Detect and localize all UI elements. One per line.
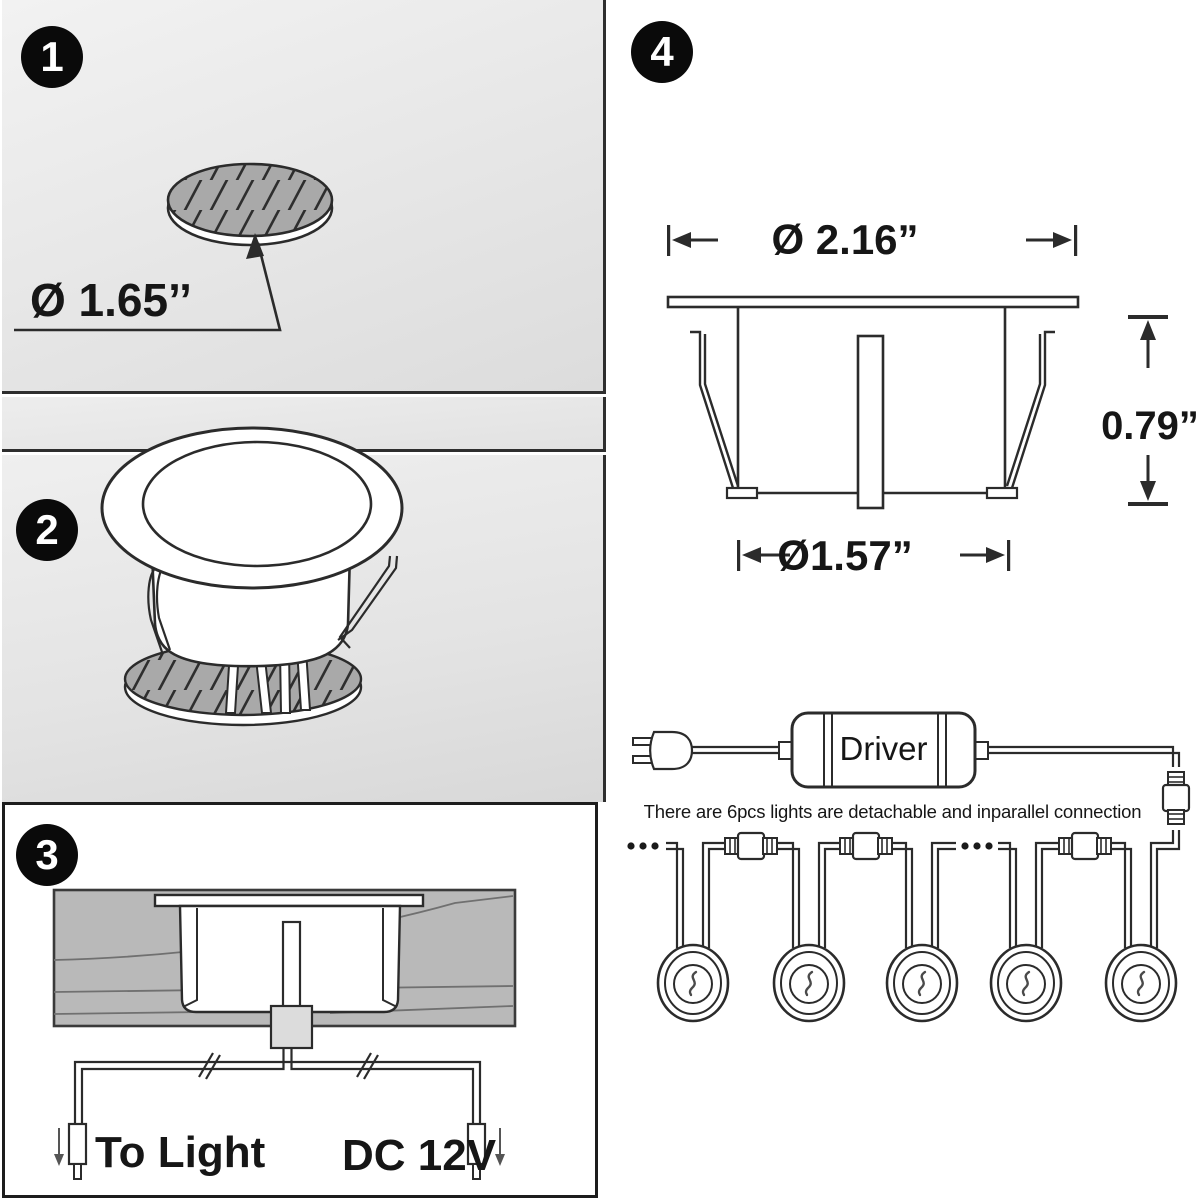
cable-junction bbox=[269, 1004, 314, 1050]
hole-dimension-leader bbox=[14, 233, 282, 332]
deck-light-icon bbox=[772, 943, 846, 1023]
down-arrow-icon bbox=[495, 1154, 505, 1166]
ellipsis-dots-icon bbox=[627, 842, 993, 850]
parallel-bus-cables bbox=[666, 830, 1181, 948]
flange-diameter-label: Ø 2.16” bbox=[771, 216, 919, 263]
step1-badge: 1 bbox=[21, 26, 83, 88]
driver-output-wire bbox=[988, 745, 1181, 767]
wire-connector-icon bbox=[1057, 831, 1113, 861]
driver-box-icon bbox=[778, 711, 989, 789]
down-arrow-icon bbox=[54, 1154, 64, 1166]
height-dimension bbox=[1128, 315, 1168, 506]
flange-profile bbox=[666, 295, 1080, 309]
leader-arrowhead-icon bbox=[246, 233, 264, 259]
spring-clip-profile bbox=[690, 330, 1055, 489]
wire-connector-icon bbox=[838, 831, 894, 861]
to-light-plug bbox=[54, 1122, 88, 1180]
height-label: 0.79” bbox=[1101, 404, 1199, 448]
deck-light-icon bbox=[1104, 943, 1178, 1023]
body-diameter-label: Ø1.57” bbox=[777, 532, 913, 579]
dc-12v-label: DC 12V bbox=[342, 1131, 497, 1180]
deck-light-icon bbox=[989, 943, 1063, 1023]
fixture-dimension-drawing bbox=[666, 225, 1168, 571]
hole-diameter-label: Ø 1.65’’ bbox=[30, 274, 192, 326]
clip-foot bbox=[725, 486, 759, 500]
step4-badge: 4 bbox=[631, 21, 693, 83]
body-diameter-dimension bbox=[737, 540, 1011, 571]
splitter-cable bbox=[73, 1048, 482, 1125]
flange-diameter-dimension bbox=[667, 225, 1078, 256]
deck-cross-section-illustration bbox=[52, 888, 517, 1180]
fixture-clips bbox=[182, 908, 398, 1008]
drill-hole-illustration bbox=[14, 162, 334, 332]
clip-foot bbox=[985, 486, 1019, 500]
power-plug-icon bbox=[632, 730, 694, 771]
to-light-label: To Light bbox=[95, 1128, 266, 1177]
deck-light-icon bbox=[885, 943, 959, 1023]
step2-badge: 2 bbox=[16, 499, 78, 561]
driver-input-wire bbox=[692, 745, 780, 755]
fixture-flange bbox=[153, 893, 425, 908]
dc12v-plug bbox=[466, 1122, 505, 1180]
deck-light-icon bbox=[656, 943, 730, 1023]
stem-profile bbox=[856, 334, 885, 510]
wiring-note: There are 6pcs lights are detachable and… bbox=[643, 801, 1142, 822]
step3-badge: 3 bbox=[16, 824, 78, 886]
driver-label: Driver bbox=[839, 730, 928, 767]
wiring-diagram bbox=[627, 711, 1191, 1023]
fixture-insert-illustration bbox=[100, 426, 404, 727]
wire-connector-icon bbox=[723, 831, 779, 861]
